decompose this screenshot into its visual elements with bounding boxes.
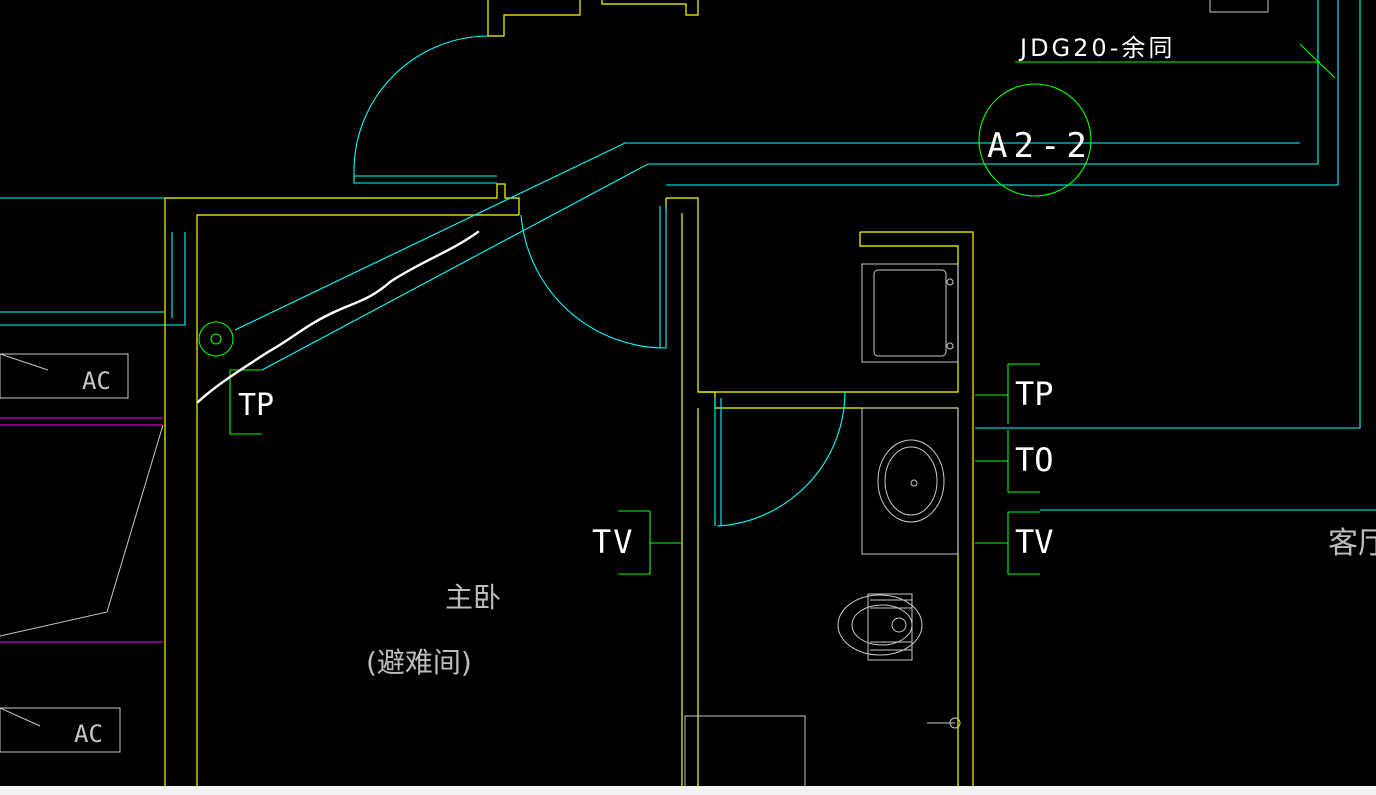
fixtures (0, 0, 1269, 795)
callout-circle (978, 83, 1092, 197)
junction-box-outer (198, 321, 234, 357)
ac-unit-bottom (0, 707, 121, 753)
walls (164, 0, 974, 795)
squat-toilet-fixture (837, 593, 923, 661)
conduit-note-label: JDG20-余同 (1018, 34, 1175, 62)
room-name-label: 主卧 (445, 581, 501, 614)
callout-ref-label: A2-2 (987, 126, 1093, 166)
tp-outlet-right-label: TP (1015, 375, 1054, 413)
markup-stroke (196, 230, 480, 404)
basin-fixture (861, 407, 959, 555)
doors-and-conduits (0, 0, 1376, 527)
tv-outlet-right-label: TV (1015, 523, 1054, 561)
outlets (198, 43, 1336, 575)
room-sub-label: (避难间) (366, 646, 472, 679)
junction-box-inner (210, 333, 222, 345)
ac-unit-top (0, 353, 129, 399)
leader-tick (1299, 43, 1336, 79)
ac-top-label: AC (82, 367, 111, 395)
living-room-label: 客厅 (1328, 526, 1376, 561)
tp-outlet-left-label: TP (238, 388, 274, 423)
ac-bottom-label: AC (74, 720, 103, 748)
railing (0, 417, 163, 643)
tv-outlet-mid-label: TV (592, 523, 635, 561)
status-strip (0, 786, 1376, 795)
to-outlet-right-label: TO (1015, 441, 1054, 479)
washer-fixture (861, 263, 959, 363)
